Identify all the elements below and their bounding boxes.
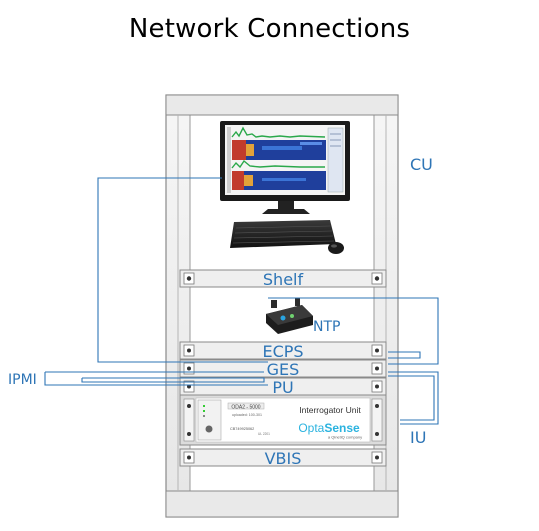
label-vbis: VBIS (265, 449, 302, 468)
label-ges: GES (267, 360, 300, 379)
line-ecps-ges (388, 351, 421, 359)
line-ges-iu (388, 375, 435, 421)
iu-brand: OptaSense (298, 421, 360, 435)
label-ipmi: IPMI (8, 372, 37, 388)
label-ecps: ECPS (262, 342, 303, 361)
iu-small-text: UL 2201 (258, 432, 270, 436)
label-ntp: NTP (313, 319, 340, 335)
line-cu-ecps (97, 177, 268, 363)
line-ntp-ecps (268, 297, 439, 365)
interrogator-unit-icon: ODA2 - 5000 uploaded: 100-301 CB74992506… (179, 394, 387, 446)
keyboard-icon (230, 220, 336, 248)
iu-tagline: a QinetiQ company (328, 435, 362, 440)
diagram-title: Network Connections (128, 14, 411, 44)
line-ipmi-outer (44, 372, 268, 386)
network-lines (44, 177, 439, 425)
line-pu-iu (388, 371, 439, 425)
label-shelf: Shelf (263, 270, 304, 289)
label-cu: CU (410, 155, 433, 174)
rail-vbis (179, 448, 387, 467)
iu-display-model: ODA2 - 5000 (231, 405, 260, 411)
label-iu: IU (410, 428, 426, 447)
iu-serial: CB749925062 (230, 427, 254, 431)
ntp-device-icon (266, 298, 313, 334)
label-pu: PU (272, 378, 293, 397)
shelf-rail (179, 269, 387, 288)
mouse-icon (328, 242, 344, 254)
monitor-icon (220, 121, 350, 214)
line-ipmi-inner (81, 377, 265, 383)
rail-ges (179, 359, 387, 378)
rail-ecps (179, 341, 387, 360)
iu-title: Interrogator Unit (299, 405, 361, 415)
iu-display-line2: uploaded: 100-301 (232, 413, 262, 417)
